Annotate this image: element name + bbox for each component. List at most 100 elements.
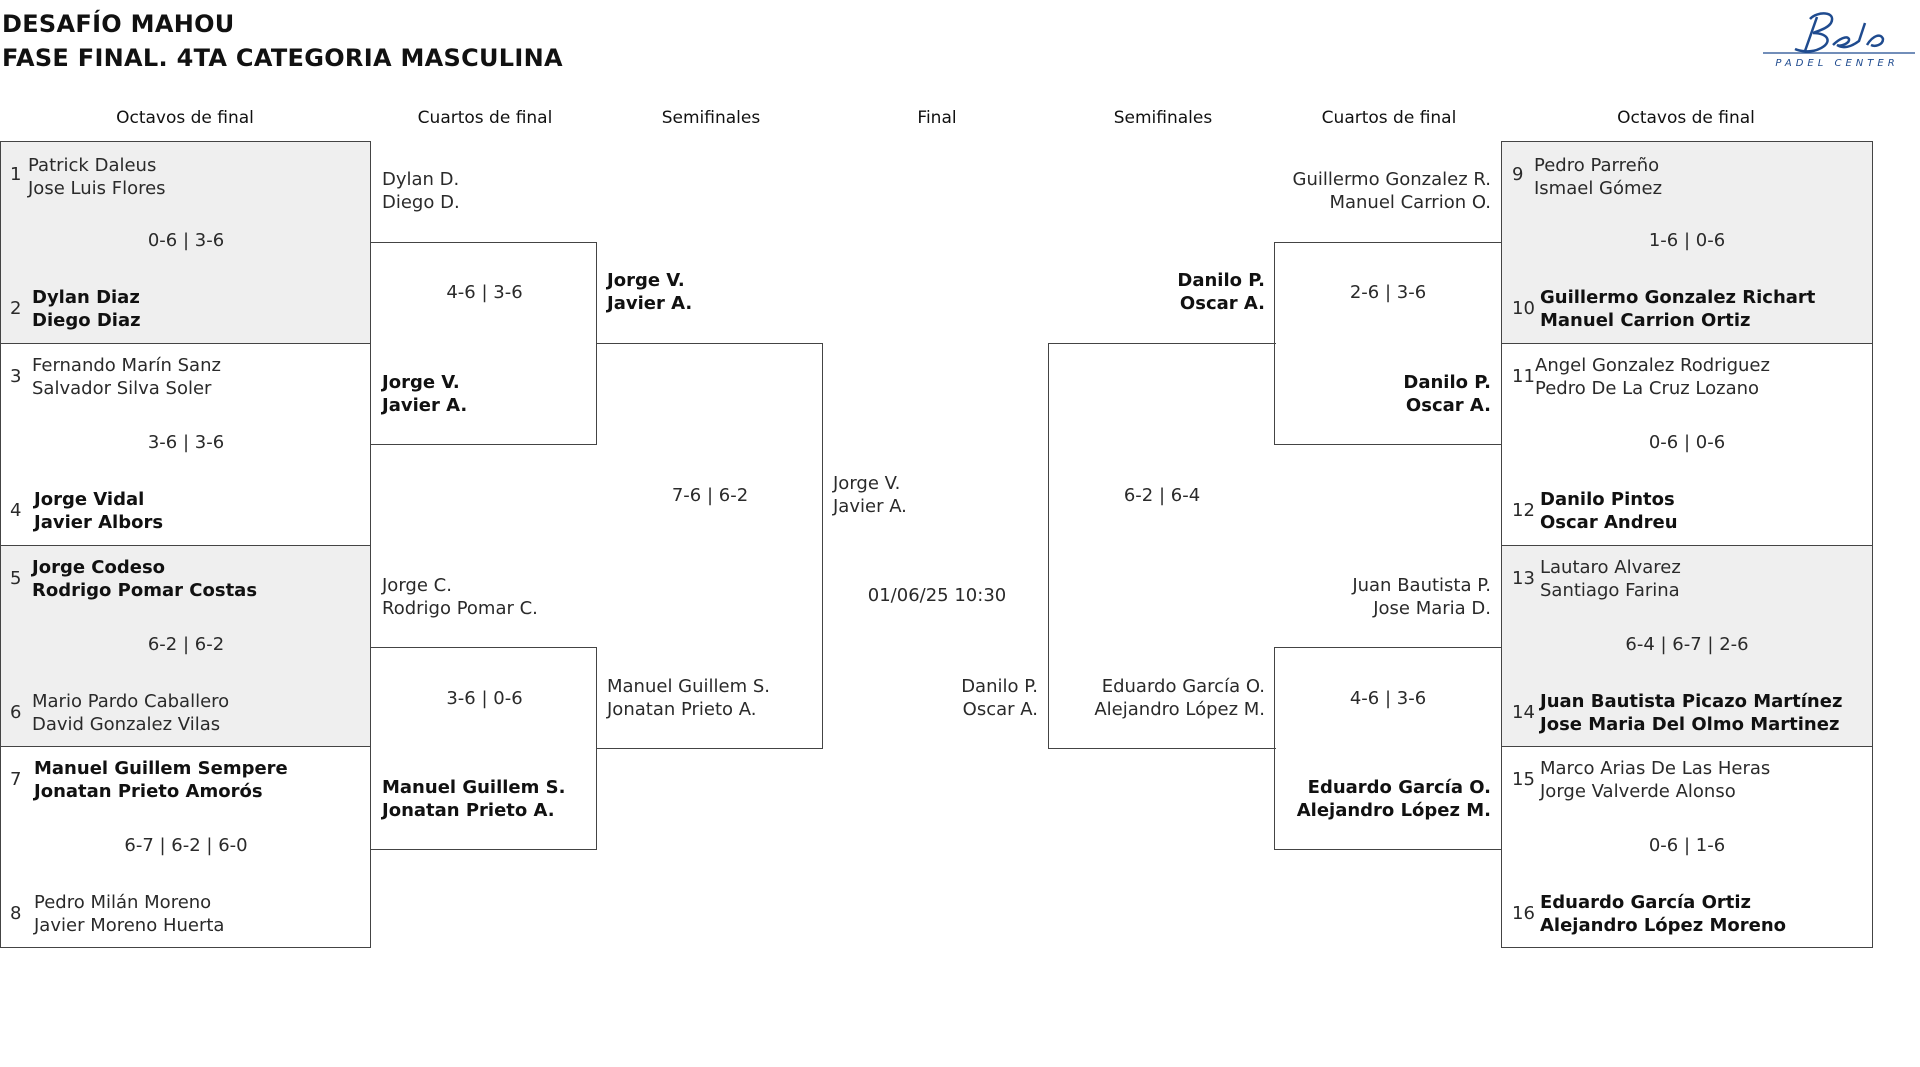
team-player: Rodrigo Pomar C.: [382, 598, 538, 619]
seed-number: 12: [1512, 500, 1535, 521]
seed-number: 4: [10, 500, 22, 521]
team-player: Jorge C.: [382, 575, 452, 596]
team-player: Guillermo Gonzalez R.: [1292, 169, 1491, 190]
round-header-right-r16: Octavos de final: [1617, 108, 1755, 128]
team-player: Fernando Marín Sanz: [32, 355, 221, 376]
team-player-winner: Guillermo Gonzalez Richart: [1540, 287, 1816, 308]
team-player-winner: Javier A.: [382, 395, 468, 416]
team-player-winner: Rodrigo Pomar Costas: [32, 580, 258, 601]
team-player-winner: Dylan Diaz: [32, 287, 140, 308]
team-player: Salvador Silva Soler: [32, 378, 212, 399]
title-line-2: FASE FINAL. 4TA CATEGORIA MASCULINA: [2, 44, 563, 72]
round-header-left-qf: Cuartos de final: [417, 108, 553, 128]
match-score: 6-2 | 6-2: [147, 634, 225, 655]
match-score: 0-6 | 3-6: [147, 230, 225, 251]
round-header-right-sf: Semifinales: [1113, 108, 1213, 128]
seed-number: 3: [10, 366, 22, 387]
team-player: Pedro De La Cruz Lozano: [1535, 378, 1760, 399]
team-player-winner: Oscar A.: [1405, 395, 1491, 416]
seed-number: 13: [1512, 568, 1535, 589]
seed-number: 15: [1512, 769, 1535, 790]
team-player: Santiago Farina: [1540, 580, 1680, 601]
round-header-final: Final: [917, 108, 957, 128]
team-player-winner: Manuel Guillem S.: [382, 777, 566, 798]
seed-number: 1: [10, 164, 22, 185]
team-player-winner: Danilo Pintos: [1540, 489, 1675, 510]
match-box: 9 Pedro Parreño Ismael Gómez 1-6 | 0-6 1…: [1501, 141, 1873, 344]
match-score: 2-6 | 3-6: [1349, 282, 1427, 303]
match-box: 3 Fernando Marín Sanz Salvador Silva Sol…: [0, 343, 371, 546]
match-box: 7 Manuel Guillem Sempere Jonatan Prieto …: [0, 746, 371, 948]
team-player-winner: Javier Albors: [34, 512, 164, 533]
match-box: 5 Jorge Codeso Rodrigo Pomar Costas 6-2 …: [0, 545, 371, 747]
title-line-1: DESAFÍO MAHOU: [2, 10, 235, 38]
team-player-winner: Juan Bautista Picazo Martínez: [1540, 691, 1843, 712]
team-player: David Gonzalez Vilas: [32, 714, 221, 735]
match-score: 6-4 | 6-7 | 2-6: [1625, 634, 1749, 655]
final-team-left: Jorge V.: [833, 473, 901, 494]
team-player-winner: Jonatan Prieto Amorós: [34, 781, 263, 802]
seed-number: 5: [10, 568, 22, 589]
match-score: 0-6 | 0-6: [1648, 432, 1726, 453]
seed-number: 16: [1512, 903, 1535, 924]
match-score: 4-6 | 3-6: [446, 282, 523, 303]
team-player-winner: Jorge V.: [607, 270, 685, 291]
match-score: 0-6 | 1-6: [1648, 835, 1726, 856]
team-player-winner: Jorge Codeso: [32, 557, 166, 578]
team-player: Eduardo García O.: [1101, 676, 1265, 697]
bracket-connector: [1274, 647, 1502, 850]
match-score: 6-2 | 6-4: [1123, 485, 1201, 506]
bracket-connector: [1048, 343, 1276, 749]
team-player-winner: Eduardo García O.: [1307, 777, 1491, 798]
team-player: Diego D.: [382, 192, 460, 213]
team-player: Alejandro López M.: [1094, 699, 1265, 720]
seed-number: 7: [10, 769, 22, 790]
team-player: Marco Arias De Las Heras: [1540, 758, 1771, 779]
match-score: 3-6 | 0-6: [446, 688, 523, 709]
seed-number: 2: [10, 298, 22, 319]
team-player: Jose Luis Flores: [28, 178, 166, 199]
team-player-winner: Jose Maria Del Olmo Martinez: [1540, 714, 1840, 735]
team-player-winner: Danilo P.: [1403, 372, 1491, 393]
seed-number: 8: [10, 903, 22, 924]
team-player: Manuel Carrion O.: [1329, 192, 1491, 213]
match-score: 6-7 | 6-2 | 6-0: [124, 835, 248, 856]
team-player-winner: Oscar Andreu: [1540, 512, 1678, 533]
seed-number: 11: [1512, 366, 1535, 387]
team-player-winner: Jorge V.: [382, 372, 460, 393]
team-player-winner: Danilo P.: [1177, 270, 1265, 291]
team-player-winner: Manuel Guillem Sempere: [34, 758, 288, 779]
final-team-left: Javier A.: [833, 496, 907, 517]
seed-number: 6: [10, 702, 22, 723]
team-player-winner: Manuel Carrion Ortiz: [1540, 310, 1751, 331]
team-player-winner: Jorge Vidal: [34, 489, 145, 510]
bela-logo-icon: [1763, 12, 1915, 54]
team-player: Manuel Guillem S.: [607, 676, 771, 697]
match-score: 3-6 | 3-6: [147, 432, 225, 453]
match-box: 13 Lautaro Alvarez Santiago Farina 6-4 |…: [1501, 545, 1873, 747]
team-player: Jonatan Prieto A.: [607, 699, 757, 720]
match-score: 7-6 | 6-2: [671, 485, 749, 506]
match-box: 11 Angel Gonzalez Rodriguez Pedro De La …: [1501, 343, 1873, 546]
match-box: 1 Patrick Daleus Jose Luis Flores 0-6 | …: [0, 141, 371, 344]
team-player: Jose Maria D.: [1373, 598, 1491, 619]
seed-number: 14: [1512, 702, 1535, 723]
round-header-right-qf: Cuartos de final: [1321, 108, 1457, 128]
team-player-winner: Oscar A.: [1179, 293, 1265, 314]
team-player-winner: Javier A.: [607, 293, 693, 314]
seed-number: 9: [1512, 164, 1524, 185]
bracket-connector: [1274, 242, 1502, 445]
team-player-winner: Alejandro López Moreno: [1540, 915, 1787, 936]
round-header-left-r16: Octavos de final: [116, 108, 254, 128]
final-datetime: 01/06/25 10:30: [867, 585, 1007, 606]
team-player: Pedro Parreño: [1534, 155, 1660, 176]
final-team-right: Oscar A.: [962, 699, 1038, 720]
team-player: Mario Pardo Caballero: [32, 691, 230, 712]
team-player: Pedro Milán Moreno: [34, 892, 212, 913]
team-player: Javier Moreno Huerta: [34, 915, 225, 936]
seed-number: 10: [1512, 298, 1535, 319]
final-team-right: Danilo P.: [961, 676, 1038, 697]
team-player: Dylan D.: [382, 169, 460, 190]
team-player-winner: Eduardo García Ortiz: [1540, 892, 1752, 913]
team-player-winner: Alejandro López M.: [1296, 800, 1491, 821]
